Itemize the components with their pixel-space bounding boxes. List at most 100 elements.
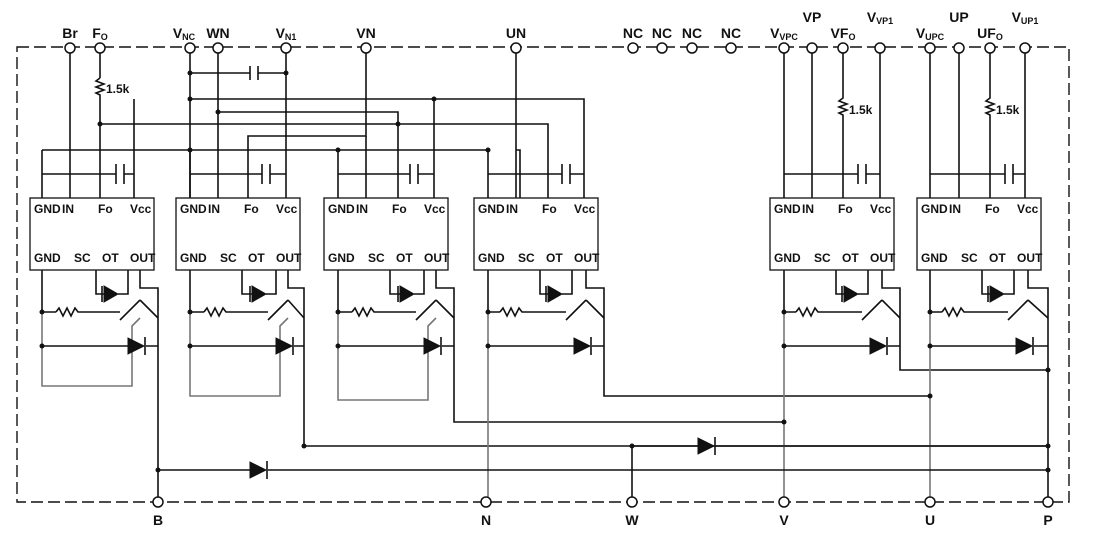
terminal-u — [924, 496, 936, 508]
terminal-label-vfo: VFO — [831, 25, 856, 42]
terminal-label-nc3: NC — [682, 25, 702, 41]
terminal-vn — [360, 42, 372, 54]
terminal-nc1 — [627, 42, 639, 54]
terminal-label-up: UP — [949, 9, 968, 25]
terminal-label-vp: VP — [803, 9, 822, 25]
driver-pin-label: Fo — [392, 202, 407, 216]
driver-pin-label: Vcc — [130, 202, 152, 216]
resistor-label: 1.5k — [849, 103, 873, 117]
driver-pin-label: GND — [774, 202, 801, 216]
driver-pin-label: OUT — [1017, 251, 1043, 265]
driver-pin-label: Vcc — [870, 202, 892, 216]
terminal-vn1 — [280, 42, 292, 54]
terminal-vfo — [837, 42, 849, 54]
terminal-label-p: P — [1043, 512, 1052, 528]
terminal-vp — [806, 42, 818, 54]
terminal-br — [64, 42, 76, 54]
driver-pin-label: IN — [62, 202, 74, 216]
terminal-label-vn: VN — [356, 25, 375, 41]
driver-ic-box — [29, 197, 155, 271]
terminal-vup1 — [1019, 42, 1031, 54]
driver-pin-label: Fo — [542, 202, 557, 216]
driver-pin-label: SC — [220, 251, 237, 265]
terminal-n — [480, 496, 492, 508]
driver-pin-label: Fo — [838, 202, 853, 216]
terminal-label-n: N — [481, 512, 491, 528]
driver-pin-label: Vcc — [276, 202, 298, 216]
driver-pin-label: GND — [180, 202, 207, 216]
driver-pin-label: SC — [368, 251, 385, 265]
terminal-nc2 — [656, 42, 668, 54]
terminal-vvp1 — [874, 42, 886, 54]
static-wiring — [41, 48, 1050, 500]
resistor-label: 1.5k — [996, 103, 1020, 117]
driver-pin-label: SC — [961, 251, 978, 265]
driver-pin-label: OT — [842, 251, 859, 265]
terminal-p — [1042, 496, 1054, 508]
driver-pin-label: GND — [34, 202, 61, 216]
driver-pin-label: Fo — [985, 202, 1000, 216]
terminal-wn — [212, 42, 224, 54]
driver-pin-label: OUT — [574, 251, 600, 265]
driver-pin-label: Fo — [244, 202, 259, 216]
terminal-label-vupc: VUPC — [916, 25, 945, 42]
driver-pin-label: OT — [248, 251, 265, 265]
terminal-label-u: U — [925, 512, 935, 528]
terminal-label-w: W — [625, 512, 639, 528]
driver-pin-label: GND — [478, 251, 505, 265]
module-outline — [16, 46, 1070, 503]
terminal-fo — [94, 42, 106, 54]
driver-pin-label: OUT — [130, 251, 156, 265]
terminal-label-vnc: VNC — [173, 25, 196, 42]
driver-pin-label: OT — [396, 251, 413, 265]
resistor-label: 1.5k — [106, 82, 130, 96]
driver-pin-label: GND — [921, 202, 948, 216]
driver-pin-label: OUT — [424, 251, 450, 265]
driver-ic-box — [473, 197, 599, 271]
terminal-label-vvp1: VVP1 — [867, 9, 893, 26]
driver-pin-label: SC — [518, 251, 535, 265]
terminal-vvpc — [778, 42, 790, 54]
terminal-b — [152, 496, 164, 508]
terminal-label-b: B — [153, 512, 163, 528]
terminal-label-nc2: NC — [652, 25, 672, 41]
terminal-nc3 — [686, 42, 698, 54]
terminal-label-un: UN — [506, 25, 526, 41]
driver-pin-label: Vcc — [1017, 202, 1039, 216]
driver-pin-label: Vcc — [574, 202, 596, 216]
driver-pin-label: GND — [774, 251, 801, 265]
terminal-label-br: Br — [62, 25, 78, 41]
driver-pin-label: OT — [546, 251, 563, 265]
terminal-v — [778, 496, 790, 508]
driver-pin-label: GND — [34, 251, 61, 265]
driver-ic-box — [916, 197, 1042, 271]
diodes — [101, 285, 1034, 479]
terminal-vnc — [184, 42, 196, 54]
terminal-nc4 — [725, 42, 737, 54]
junction-dots — [39, 70, 1051, 473]
terminal-un — [510, 42, 522, 54]
driver-pin-label: SC — [74, 251, 91, 265]
terminal-label-nc4: NC — [721, 25, 741, 41]
terminal-ufo — [984, 42, 996, 54]
driver-pin-label: OUT — [870, 251, 896, 265]
driver-ic-box — [323, 197, 449, 271]
terminal-label-ufo: UFO — [977, 25, 1003, 42]
driver-pin-label: GND — [921, 251, 948, 265]
terminal-label-wn: WN — [206, 25, 229, 41]
terminal-label-vn1: VN1 — [276, 25, 297, 42]
terminal-label-vvpc: VVPC — [770, 25, 798, 42]
driver-pin-label: GND — [180, 251, 207, 265]
terminal-label-nc1: NC — [623, 25, 643, 41]
terminal-label-vup1: VUP1 — [1012, 9, 1039, 26]
driver-pin-label: GND — [478, 202, 505, 216]
